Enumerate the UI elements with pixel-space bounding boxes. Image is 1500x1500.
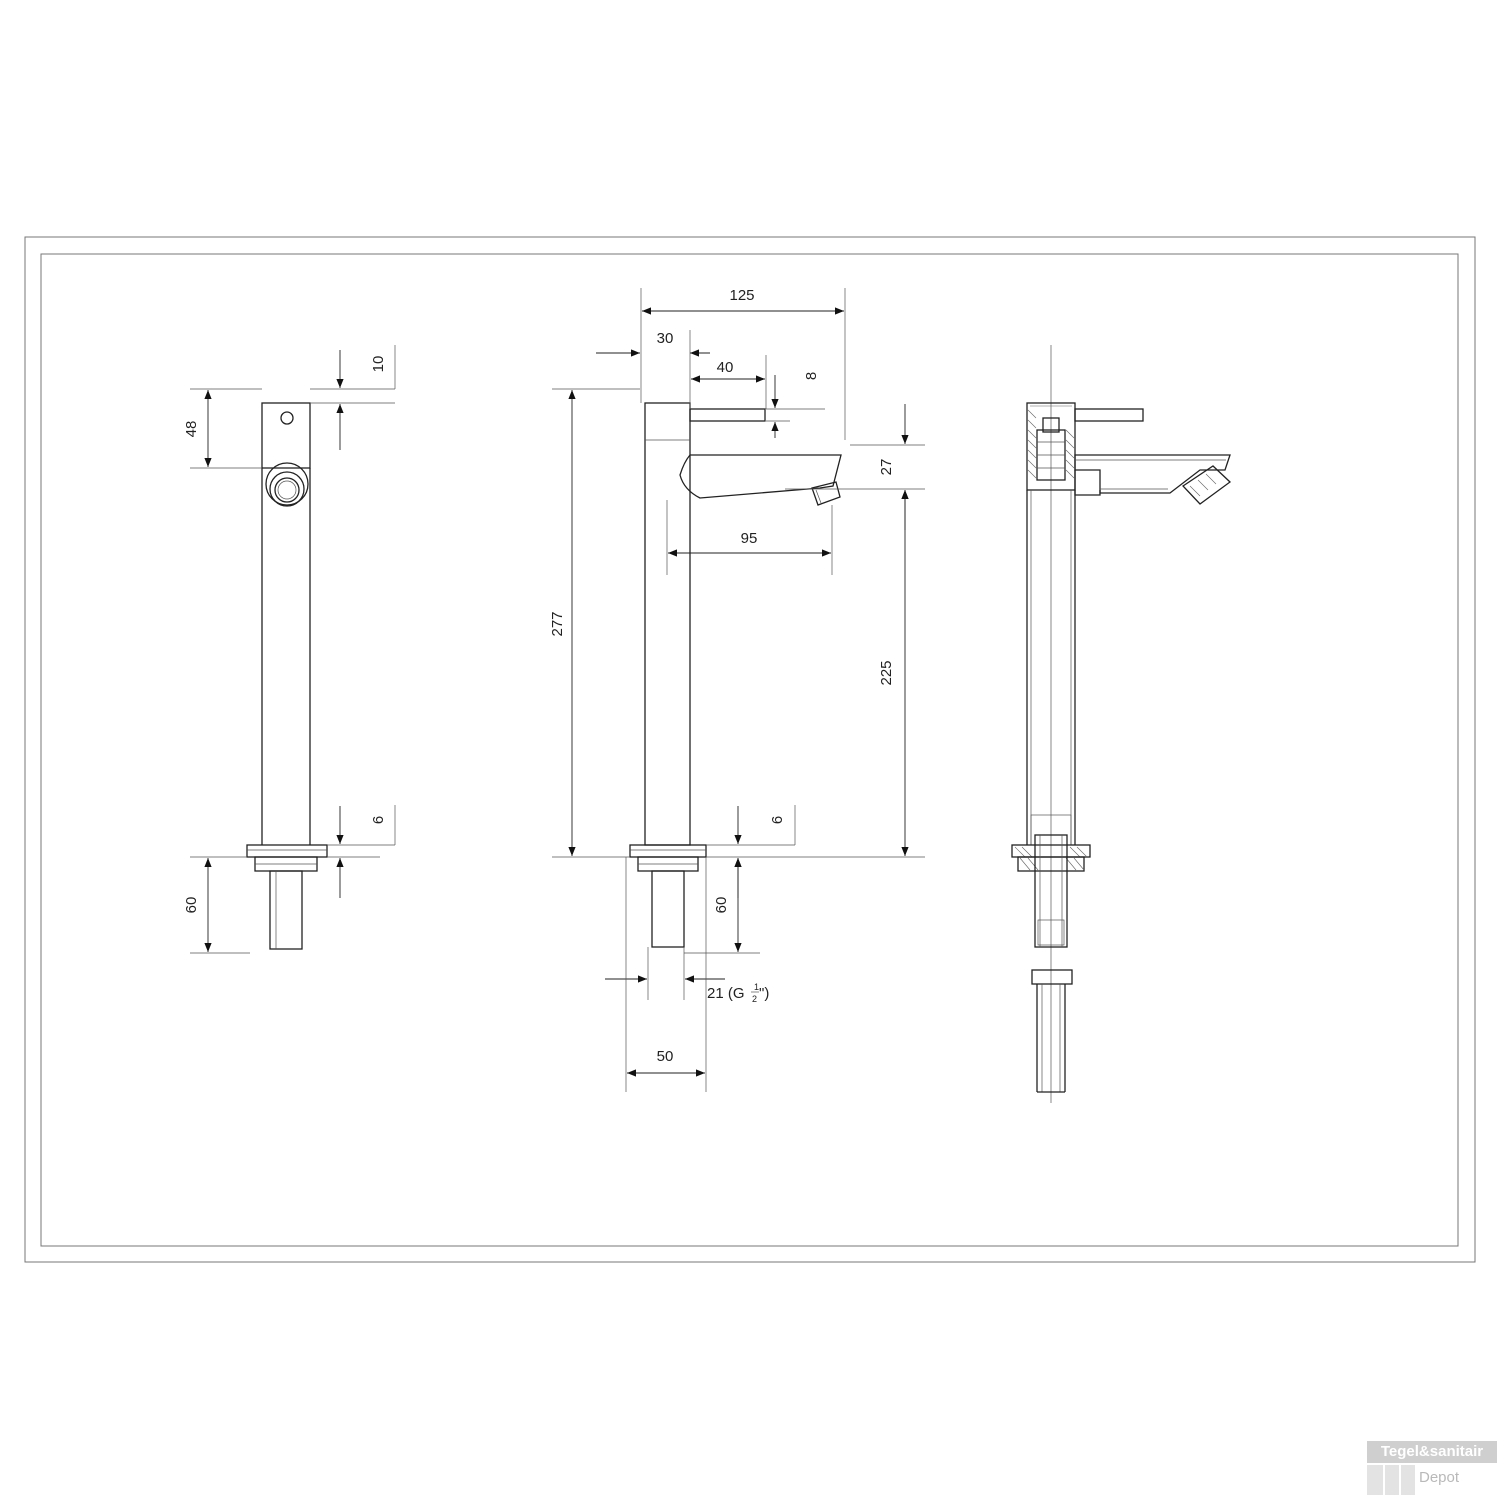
thread-fraction-den: 2 — [752, 994, 757, 1004]
dim-27-label: 27 — [878, 459, 895, 476]
thread-main: 21 (G — [707, 985, 745, 1002]
dim-8-label: 8 — [803, 372, 820, 380]
brand-top-text: Tegel&sanitair — [1367, 1441, 1497, 1463]
dim-48-label: 48 — [183, 421, 200, 438]
dim-95-label: 95 — [741, 530, 758, 547]
brand-watermark: Tegel&sanitair Depot — [1367, 1441, 1497, 1497]
brand-bottom-text: Depot — [1419, 1469, 1460, 1486]
brand-bottom-row: Depot — [1367, 1465, 1497, 1495]
front-view: 125 30 40 8 27 95 277 225 — [549, 287, 925, 1092]
dim-6-side-label: 6 — [370, 816, 387, 824]
inner-frame — [40, 253, 1459, 1247]
thread-fraction-num: 1 — [754, 982, 759, 992]
dim-60-side-label: 60 — [183, 897, 200, 914]
section-view — [1011, 345, 1232, 1103]
dim-60-front-label: 60 — [713, 897, 730, 914]
thread-end: ") — [759, 985, 769, 1002]
outer-frame — [24, 236, 1476, 1263]
dim-30-label: 30 — [657, 330, 674, 347]
dim-225-label: 225 — [878, 660, 895, 685]
dim-10-label: 10 — [370, 356, 387, 373]
dim-277-label: 277 — [549, 611, 566, 636]
dim-21-thread-label: 21 (G — [707, 985, 745, 1002]
side-view: 48 10 6 60 — [183, 345, 396, 954]
dim-50-label: 50 — [657, 1048, 674, 1065]
dim-40-label: 40 — [717, 359, 734, 376]
dim-6-front-label: 6 — [769, 816, 786, 824]
dim-125-label: 125 — [729, 287, 754, 304]
